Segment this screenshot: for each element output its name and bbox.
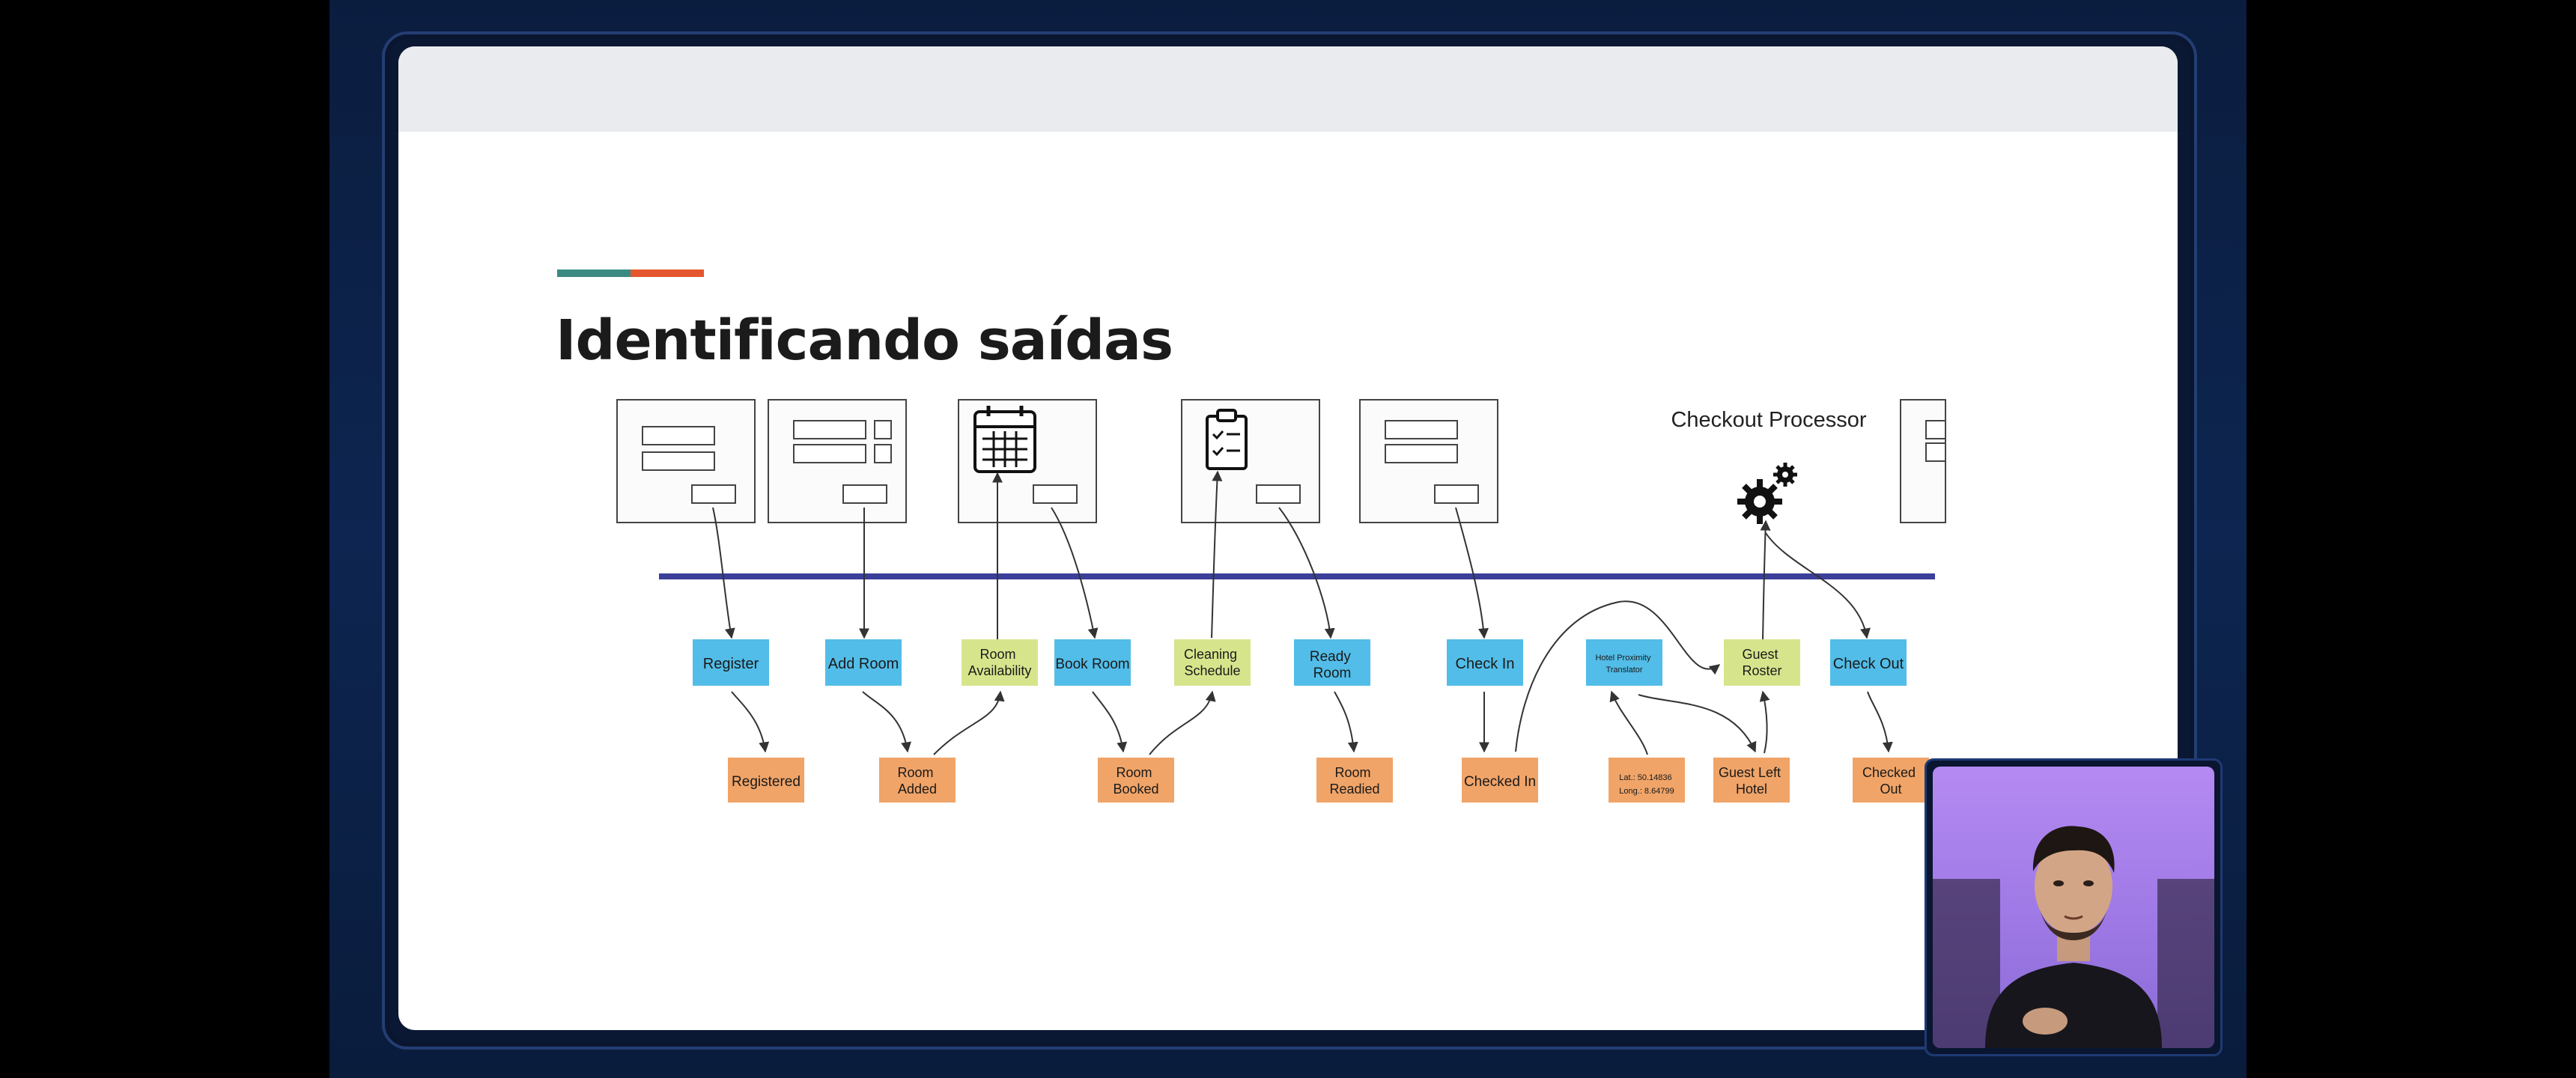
- room-booked-line2: Booked: [1113, 782, 1158, 797]
- command-check-in: Check In: [1447, 639, 1523, 686]
- checked-out-line2: Out: [1880, 782, 1901, 797]
- svg-text:Checked In: Checked In: [1464, 774, 1536, 790]
- title-accent-bar: [557, 270, 704, 277]
- guest-left-line1: Guest Left: [1719, 765, 1781, 780]
- read-model-guest-roster: Guest Roster: [1724, 639, 1800, 686]
- ui-screen-availability: [958, 399, 1097, 523]
- ui-screen-check-in: [1359, 399, 1498, 523]
- read-model-cleaning-schedule: Cleaning Schedule: [1174, 639, 1251, 686]
- cleaning-schedule-line2: Schedule: [1184, 663, 1240, 678]
- svg-text:Checked Out: Checked Out: [1862, 765, 1919, 797]
- event-room-booked: Room Booked: [1098, 758, 1174, 803]
- command-check-out: Check Out: [1830, 639, 1907, 686]
- event-checked-out: Checked Out: [1853, 758, 1929, 803]
- event-guest-left-hotel: Guest Left Hotel: [1713, 758, 1790, 803]
- svg-text:Room Added: Room Added: [897, 765, 937, 797]
- ui-screen-partial: [1900, 399, 1946, 523]
- read-model-room-availability: Room Availability: [962, 639, 1038, 686]
- hotel-proximity-line2: Translator: [1606, 666, 1642, 674]
- svg-text:Register: Register: [703, 656, 759, 672]
- command-register: Register: [693, 639, 769, 686]
- room-booked-line1: Room: [1116, 765, 1152, 780]
- room-added-line1: Room: [897, 765, 933, 780]
- room-readied-line2: Readied: [1329, 782, 1379, 797]
- flow-arrows: [712, 470, 1893, 755]
- ui-screen-register: [616, 399, 756, 523]
- svg-text:Cleaning Schedule: Cleaning Schedule: [1184, 647, 1241, 678]
- presenter-webcam: [1925, 758, 2223, 1056]
- location-line2: Long.: 8.64799: [1619, 787, 1674, 796]
- ui-screen-add-room: [768, 399, 907, 523]
- event-location: Lat.: 50.14836 Long.: 8.64799: [1609, 758, 1685, 803]
- command-add-room: Add Room: [825, 639, 902, 686]
- hotel-proximity-line1: Hotel Proximity: [1595, 654, 1650, 663]
- guest-roster-line2: Roster: [1742, 663, 1781, 678]
- guest-left-line2: Hotel: [1736, 782, 1767, 797]
- svg-text:Lat.: 50.14836 Long.:: Lat.: 50.14836 Long.: 8.64799: [1619, 773, 1674, 796]
- gears-icon: [1737, 463, 1797, 524]
- slide-top-bar: [398, 46, 2178, 132]
- svg-text:Ready Room: Ready Room: [1310, 649, 1355, 681]
- location-line1: Lat.: 50.14836: [1619, 773, 1671, 782]
- event-registered: Registered: [728, 758, 804, 803]
- svg-text:Add Room: Add Room: [828, 656, 899, 672]
- room-availability-line2: Availability: [968, 663, 1032, 678]
- svg-text:Room Booked: Room Booked: [1113, 765, 1158, 797]
- event-checked-in: Checked In: [1462, 758, 1538, 803]
- event-room-readied: Room Readied: [1316, 758, 1393, 803]
- svg-text:Check In: Check In: [1456, 656, 1515, 672]
- svg-text:Guest Roster: Guest Roster: [1742, 647, 1781, 678]
- processor-label: Checkout Processor: [1671, 408, 1866, 432]
- slide-title: Identificando saídas: [556, 308, 1173, 373]
- command-ready-room: Ready Room: [1294, 639, 1370, 686]
- presenter-avatar-icon: [1933, 826, 2214, 1048]
- room-added-line2: Added: [898, 782, 937, 797]
- ready-room-label: Ready: [1310, 649, 1351, 665]
- checked-out-line1: Checked: [1862, 765, 1916, 780]
- svg-text:Room Availability: Room Availability: [968, 647, 1032, 678]
- svg-text:Hotel Proximity Transl: Hotel Proximity Translator: [1595, 654, 1653, 674]
- event-room-added: Room Added: [879, 758, 956, 803]
- webcam-background: [1933, 767, 2214, 1048]
- calendar-icon: [973, 406, 1036, 473]
- ready-room-label-2: Room: [1313, 666, 1352, 681]
- svg-text:Registered: Registered: [732, 774, 801, 790]
- svg-text:Room Readied: Room Readied: [1329, 765, 1379, 797]
- room-availability-line1: Room: [979, 647, 1015, 662]
- svg-text:Guest Left Hotel: Guest Left Hotel: [1719, 765, 1784, 797]
- svg-text:Check Out: Check Out: [1833, 656, 1904, 672]
- command-hotel-proximity: Hotel Proximity Translator: [1586, 639, 1662, 686]
- clipboard-icon: [1206, 409, 1248, 470]
- guest-roster-line1: Guest: [1742, 647, 1778, 662]
- cleaning-schedule-line1: Cleaning: [1184, 647, 1237, 662]
- svg-text:Book Room: Book Room: [1055, 657, 1129, 672]
- accent-teal: [557, 270, 631, 277]
- command-book-room: Book Room: [1054, 639, 1131, 686]
- slide: Identificando saídas: [398, 46, 2178, 1030]
- room-readied-line1: Room: [1334, 765, 1370, 780]
- event-storming-diagram: Checkout Processor: [616, 399, 1946, 803]
- ui-screen-cleaning: [1181, 399, 1320, 523]
- accent-orange: [631, 270, 704, 277]
